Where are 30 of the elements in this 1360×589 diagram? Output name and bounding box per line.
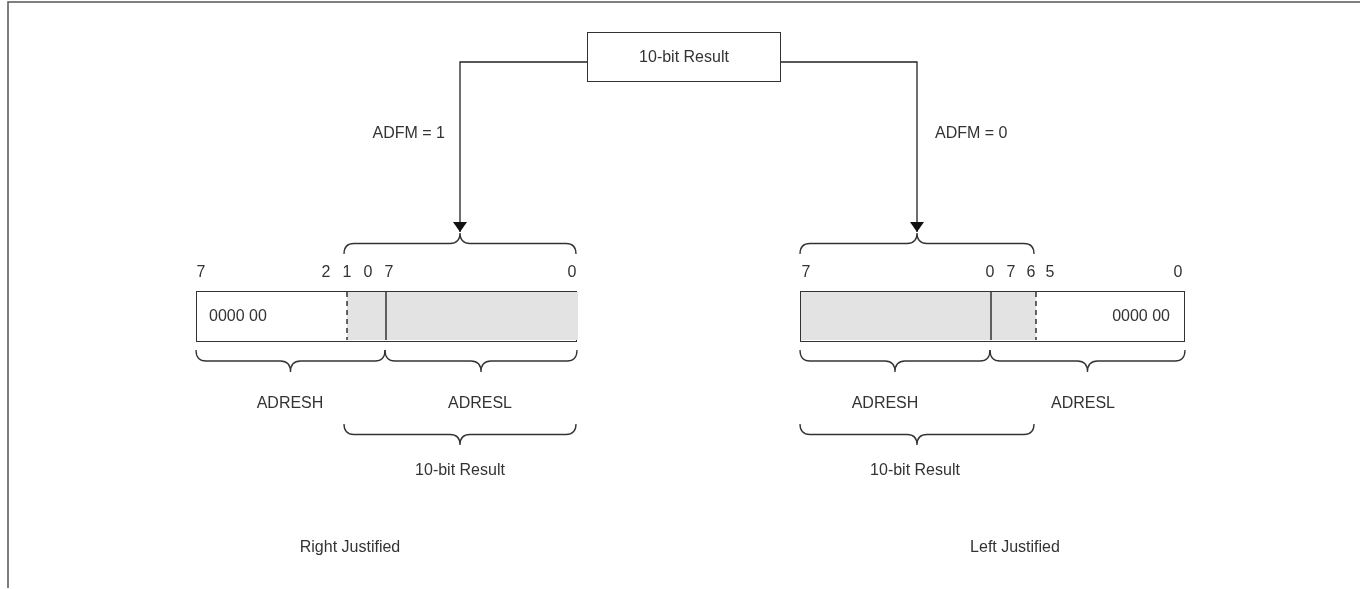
bit-value: 0000 00 <box>1112 307 1170 325</box>
bit-number: 7 <box>801 263 811 281</box>
bit-number: 7 <box>1006 263 1016 281</box>
bit-number: 7 <box>384 263 394 281</box>
field-caption: 10-bit Result <box>870 461 960 479</box>
bit-number: 0 <box>1173 263 1183 281</box>
brace <box>344 232 576 254</box>
bit-value: 0000 00 <box>209 307 267 325</box>
register-bar <box>196 291 577 342</box>
bit-number: 0 <box>567 263 577 281</box>
mode-caption: Left Justified <box>970 538 1060 556</box>
bit-number: 5 <box>1045 263 1055 281</box>
register-name: ADRESL <box>1051 394 1115 412</box>
bit-number: 6 <box>1026 263 1036 281</box>
register-name: ADRESH <box>851 394 919 412</box>
register-name: ADRESH <box>256 394 324 412</box>
bit-number: 0 <box>363 263 373 281</box>
brace <box>800 232 1034 254</box>
arrow <box>780 61 924 233</box>
bit-number: 7 <box>196 263 206 281</box>
field-caption: 10-bit Result <box>415 461 505 479</box>
bit-number: 2 <box>321 263 331 281</box>
register-name: ADRESL <box>448 394 512 412</box>
box-label: 10-bit Result <box>638 48 730 66</box>
mode-caption: Right Justified <box>299 538 401 556</box>
bit-number: 0 <box>985 263 995 281</box>
result-box <box>587 32 781 82</box>
bit-number: 1 <box>342 263 352 281</box>
arrow <box>453 61 588 233</box>
register-bar <box>800 291 1185 342</box>
